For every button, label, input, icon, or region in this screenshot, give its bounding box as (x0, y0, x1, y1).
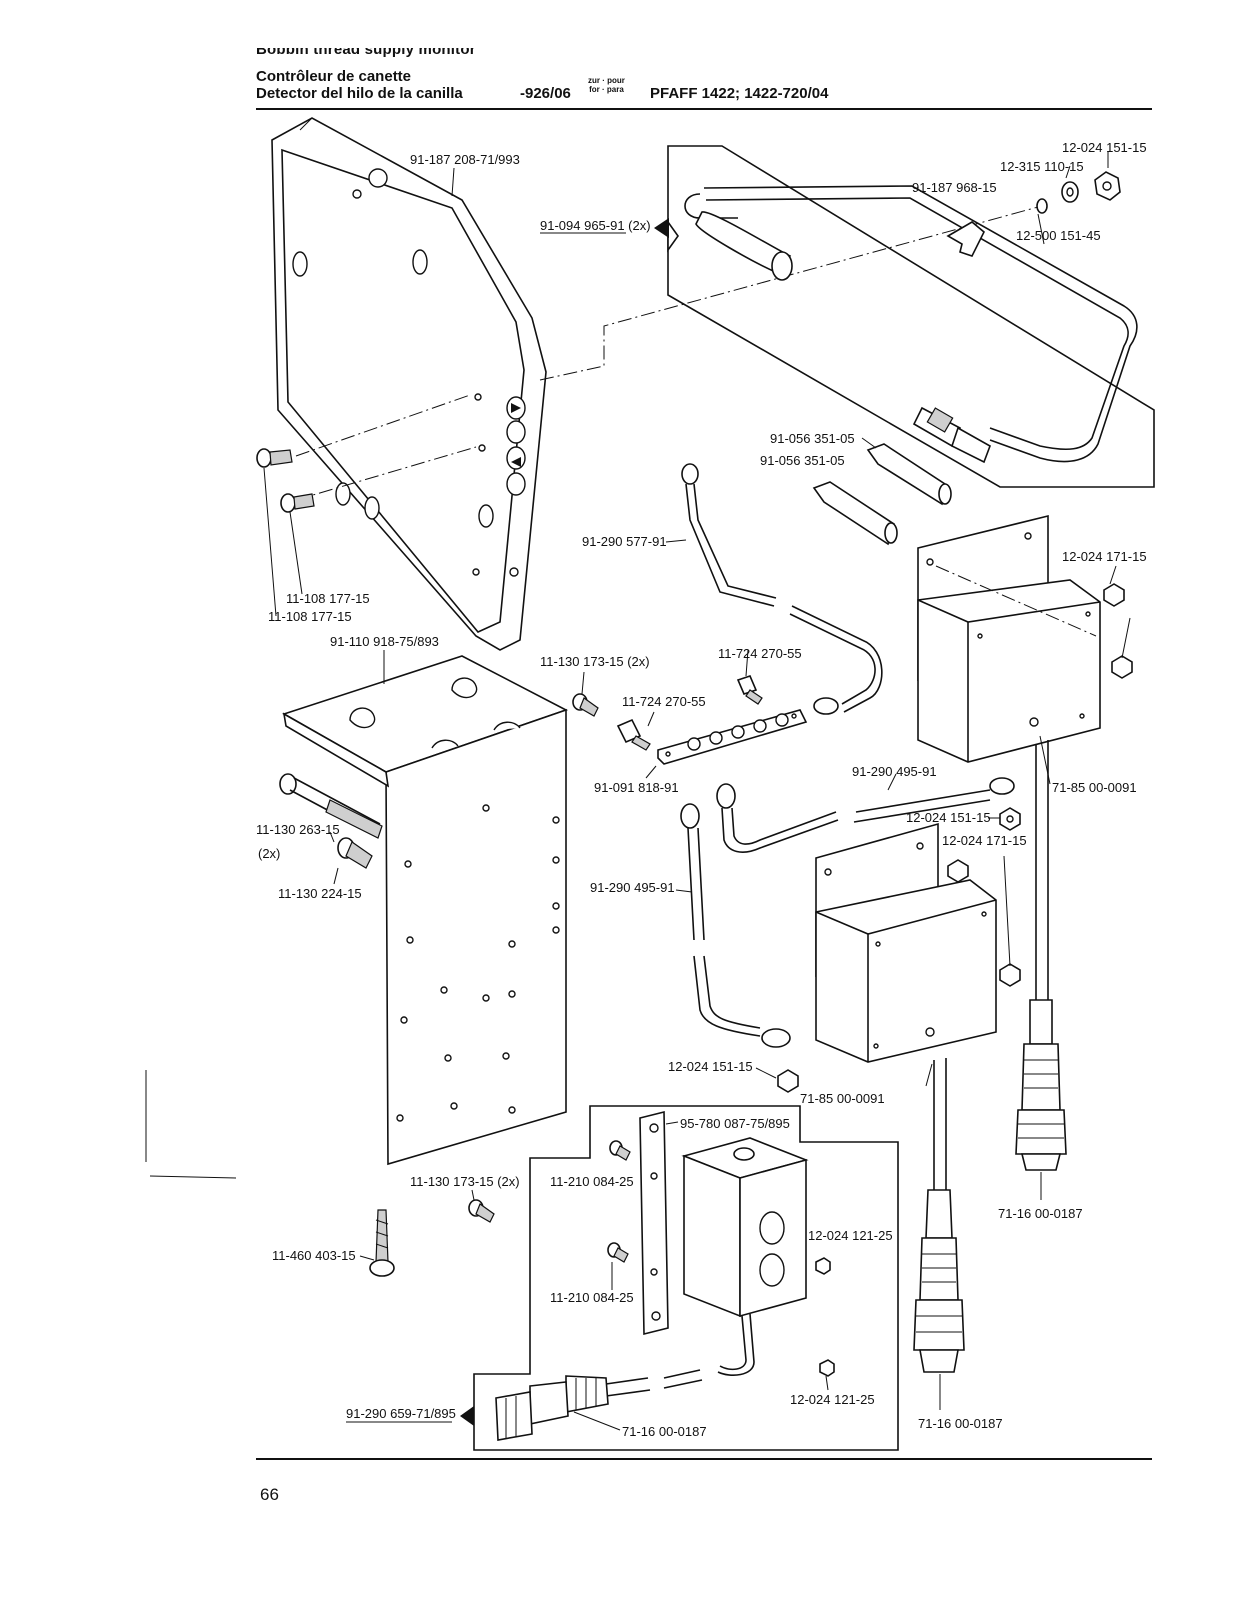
connector-right (1015, 999, 1067, 1171)
nut-151-mid (999, 807, 1021, 831)
nut-151-low (777, 1069, 799, 1093)
sensor-box (681, 1137, 809, 1376)
nut-171-mid-a (947, 859, 969, 883)
label-cable-assy-top: 91-094 965-91 (2x) (540, 218, 651, 233)
terminal-strip (657, 709, 808, 765)
screw-173-lower (468, 1199, 495, 1223)
mounting-bracket (282, 655, 569, 1166)
label-clip-top: 91-187 968-15 (912, 180, 997, 195)
label-box-mid: 71-85 00-0091 (800, 1091, 885, 1106)
header-rule (256, 108, 1152, 110)
label-nut-151-mid: 12-024 151-15 (906, 810, 991, 825)
label-cable-577: 91-290 577-91 (582, 534, 667, 549)
model-label: PFAFF 1422; 1422-720/04 (650, 85, 829, 102)
page-header: Bobbin thread supply monitor Contrôleur … (256, 48, 1166, 112)
label-nut-171-right: 12-024 171-15 (1062, 549, 1147, 564)
nut-171-mid-b (999, 963, 1021, 987)
bottom-cable-panel (473, 1105, 899, 1451)
label-washer-top: 12-315 110-15 (1000, 159, 1084, 174)
cover-plate (271, 117, 547, 651)
strip-plate (639, 1110, 669, 1336)
label-washer-small-top: 12-500 151-45 (1016, 228, 1101, 243)
standoff-b (616, 718, 651, 751)
screw-173-upper (572, 693, 599, 717)
nut-171-right-b (1111, 655, 1133, 679)
nut-top-right (1094, 171, 1121, 201)
label-box-right: 71-85 00-0091 (1052, 780, 1137, 795)
sleeve-a (866, 443, 952, 506)
label-nut-121-b: 12-024 121-25 (790, 1392, 875, 1407)
title-french: Contrôleur de canette (256, 68, 412, 85)
label-standoff-a: 11-724 270-55 (718, 646, 802, 661)
screw-210-a (609, 1140, 631, 1161)
label-cable-495-right: 91-290 495-91 (852, 764, 937, 779)
page-number: 66 (260, 1485, 279, 1504)
label-sleeve-b: 91-056 351-05 (760, 453, 845, 468)
title-cut-line: Bobbin thread supply monitor (256, 48, 476, 58)
label-wood-screw: 11-460 403-15 (272, 1248, 356, 1263)
label-cable-495-left: 91-290 495-91 (590, 880, 675, 895)
junction-box-right (917, 514, 1101, 1000)
connector-bottom (495, 1369, 703, 1441)
label-screw-108-b: 11-108 177-15 (268, 609, 352, 624)
cover-screw-a (256, 448, 293, 468)
label-nut-171-mid: 12-024 171-15 (942, 833, 1027, 848)
cable-495-left (680, 803, 791, 1048)
small-washer-top (1036, 198, 1048, 214)
label-sleeve-a: 91-056 351-05 (770, 431, 855, 446)
label-screw-210-b: 11-210 084-25 (550, 1290, 634, 1305)
label-screw-173-low: 11-130 173-15 (2x) (410, 1174, 520, 1189)
wood-screw (369, 1209, 395, 1277)
cable-495-right (716, 777, 1015, 853)
screw-263 (279, 773, 383, 839)
standoff-a (736, 675, 763, 705)
top-cable-panel (667, 145, 1155, 488)
label-bracket: 91-110 918-75/893 (330, 634, 439, 649)
cover-screw-b (280, 493, 315, 513)
top-clip (946, 221, 985, 257)
label-terminal-strip: 91-091 818-91 (594, 780, 679, 795)
label-screw-210-a: 11-210 084-25 (550, 1174, 634, 1189)
label-nut-top-right: 12-024 151-15 (1062, 140, 1147, 155)
nut-121-a (815, 1257, 831, 1275)
screw-210-b (607, 1242, 629, 1263)
cable-577 (681, 463, 883, 715)
for-label: zur · pour for · para (588, 76, 625, 94)
label-screw-224: 11-130 224-15 (278, 886, 362, 901)
sleeve-b (812, 481, 898, 546)
label-connector-bottom: 71-16 00-0187 (622, 1424, 707, 1439)
arrow-marker-top (654, 218, 669, 238)
label-strip-plate: 95-780 087-75/895 (680, 1116, 790, 1131)
label-cable-assy-bottom: 91-290 659-71/895 (346, 1406, 456, 1421)
nut-171-right-a (1103, 583, 1125, 607)
label-screw-263-qty: (2x) (258, 846, 280, 861)
label-cover: 91-187 208-71/993 (410, 152, 520, 167)
label-screw-173-2x: 11-130 173-15 (2x) (540, 654, 650, 669)
label-connector-right: 71-16 00-0187 (998, 1206, 1083, 1221)
section-number: -926/06 (520, 85, 571, 102)
title-spanish: Detector del hilo de la canilla (256, 85, 463, 102)
arrow-marker-bottom (460, 1406, 474, 1426)
label-nut-121-a: 12-024 121-25 (808, 1228, 893, 1243)
label-screw-263: 11-130 263-15 (256, 822, 340, 837)
footer-rule (256, 1458, 1152, 1460)
screw-224 (337, 837, 373, 869)
junction-box-mid (815, 822, 997, 1190)
label-screw-108-a: 11-108 177-15 (286, 591, 370, 606)
connector-mid (913, 1189, 965, 1373)
nut-121-b (819, 1359, 835, 1377)
label-connector-mid: 71-16 00-0187 (918, 1416, 1003, 1431)
label-nut-151-low: 12-024 151-15 (668, 1059, 753, 1074)
label-standoff-b: 11-724 270-55 (622, 694, 706, 709)
